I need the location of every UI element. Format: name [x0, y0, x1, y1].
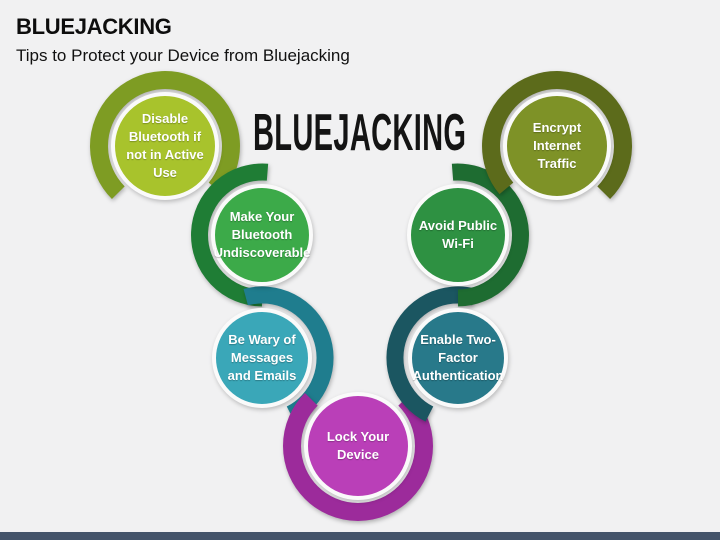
enable-two-factor-circle	[408, 308, 508, 408]
footer-bar	[0, 532, 720, 540]
be-wary-messages-ring	[243, 286, 334, 422]
avoid-public-wifi-circle	[407, 184, 509, 286]
encrypt-traffic-ring	[482, 71, 633, 200]
lock-your-device-ring	[283, 392, 433, 521]
page-title: BLUEJACKING	[16, 14, 172, 39]
disable-bluetooth-ring	[89, 71, 240, 200]
be-wary-messages-circle	[212, 308, 312, 408]
enable-two-factor-ring	[386, 286, 477, 422]
page-subtitle: Tips to Protect your Device from Bluejac…	[16, 46, 350, 65]
avoid-public-wifi-ring	[451, 163, 529, 307]
disable-bluetooth-circle	[111, 92, 219, 200]
make-bluetooth-undiscoverable-ring	[191, 163, 269, 307]
lock-your-device-circle	[304, 392, 412, 500]
encrypt-traffic-circle	[503, 92, 611, 200]
make-bluetooth-undiscoverable-circle	[211, 184, 313, 286]
